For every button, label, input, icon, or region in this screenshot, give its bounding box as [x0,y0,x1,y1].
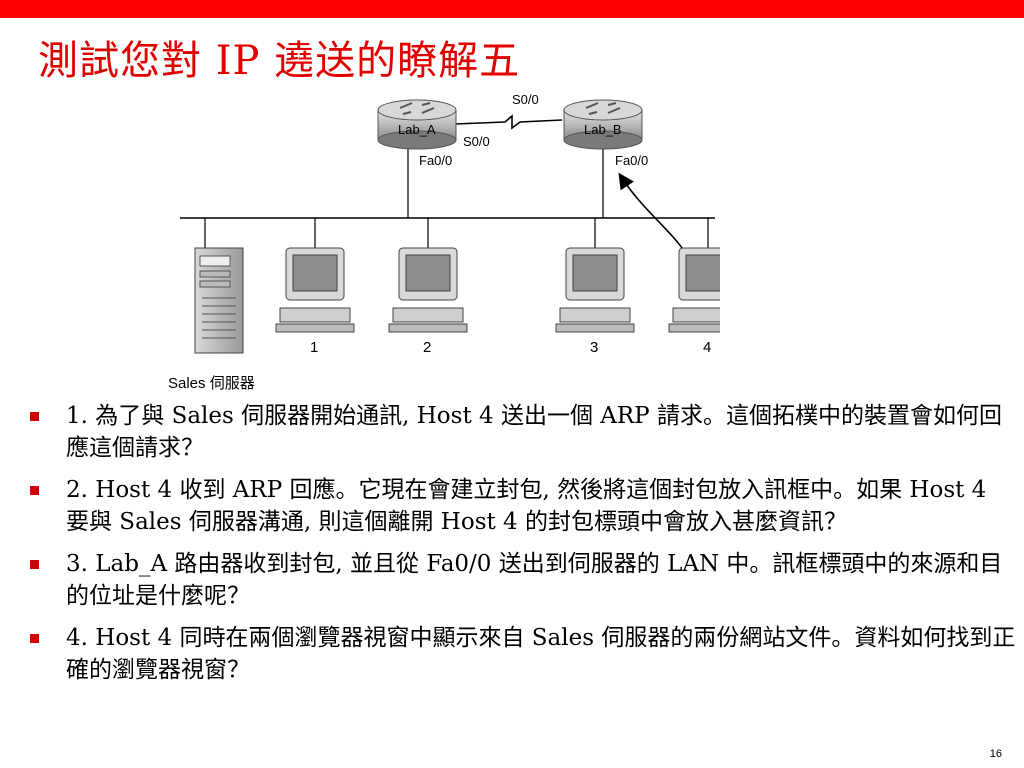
bullet-square-icon [30,560,39,569]
question-text: 1. 為了與 Sales 伺服器開始通訊, Host 4 送出一個 ARP 請求… [66,403,1002,461]
question-text: 4. Host 4 同時在兩個瀏覽器視窗中顯示來自 Sales 伺服器的兩份網站… [66,625,1016,683]
host-2-icon [388,247,468,333]
router-a-label: Lab_A [398,122,436,137]
bullet-square-icon [30,412,39,421]
question-item: 3. Lab_A 路由器收到封包, 並且從 Fa0/0 送出到伺服器的 LAN … [26,548,1016,612]
host-4-label: 4 [703,339,711,356]
page-number: 16 [989,748,1002,760]
top-accent-bar [0,0,1024,18]
router-a-icon: Lab_A [377,99,457,150]
fa-label-a: Fa0/0 [419,153,452,168]
host-1-label: 1 [310,339,318,356]
bullet-square-icon [30,486,39,495]
bullet-square-icon [30,634,39,643]
question-item: 4. Host 4 同時在兩個瀏覽器視窗中顯示來自 Sales 伺服器的兩份網站… [26,622,1016,686]
host-2-label: 2 [423,339,431,356]
server-icon [194,247,244,354]
question-item: 1. 為了與 Sales 伺服器開始通訊, Host 4 送出一個 ARP 請求… [26,400,1016,464]
question-text: 3. Lab_A 路由器收到封包, 並且從 Fa0/0 送出到伺服器的 LAN … [66,551,1003,609]
question-list: 1. 為了與 Sales 伺服器開始通訊, Host 4 送出一個 ARP 請求… [26,400,1016,696]
host-1-icon [275,247,355,333]
host-3-icon [555,247,635,333]
slide-title: 測試您對 IP 遶送的瞭解五 [38,38,521,84]
router-b-label: Lab_B [584,122,622,137]
question-item: 2. Host 4 收到 ARP 回應。它現在會建立封包, 然後將這個封包放入訊… [26,474,1016,538]
router-b-icon: Lab_B [563,99,643,150]
fa-label-b: Fa0/0 [615,153,648,168]
host-4-icon [668,247,720,333]
serial-link [454,114,563,130]
server-label: Sales 伺服器 [168,375,255,392]
question-text: 2. Host 4 收到 ARP 回應。它現在會建立封包, 然後將這個封包放入訊… [66,477,987,535]
host-3-label: 3 [590,339,598,356]
arp-arrow [618,172,691,261]
network-topology-diagram: Lab_A Lab_B S0/0 S0/0 Fa0/0 Fa0/0 Sales … [168,92,720,392]
serial-label-a: S0/0 [463,134,490,149]
serial-label-b: S0/0 [512,92,539,107]
